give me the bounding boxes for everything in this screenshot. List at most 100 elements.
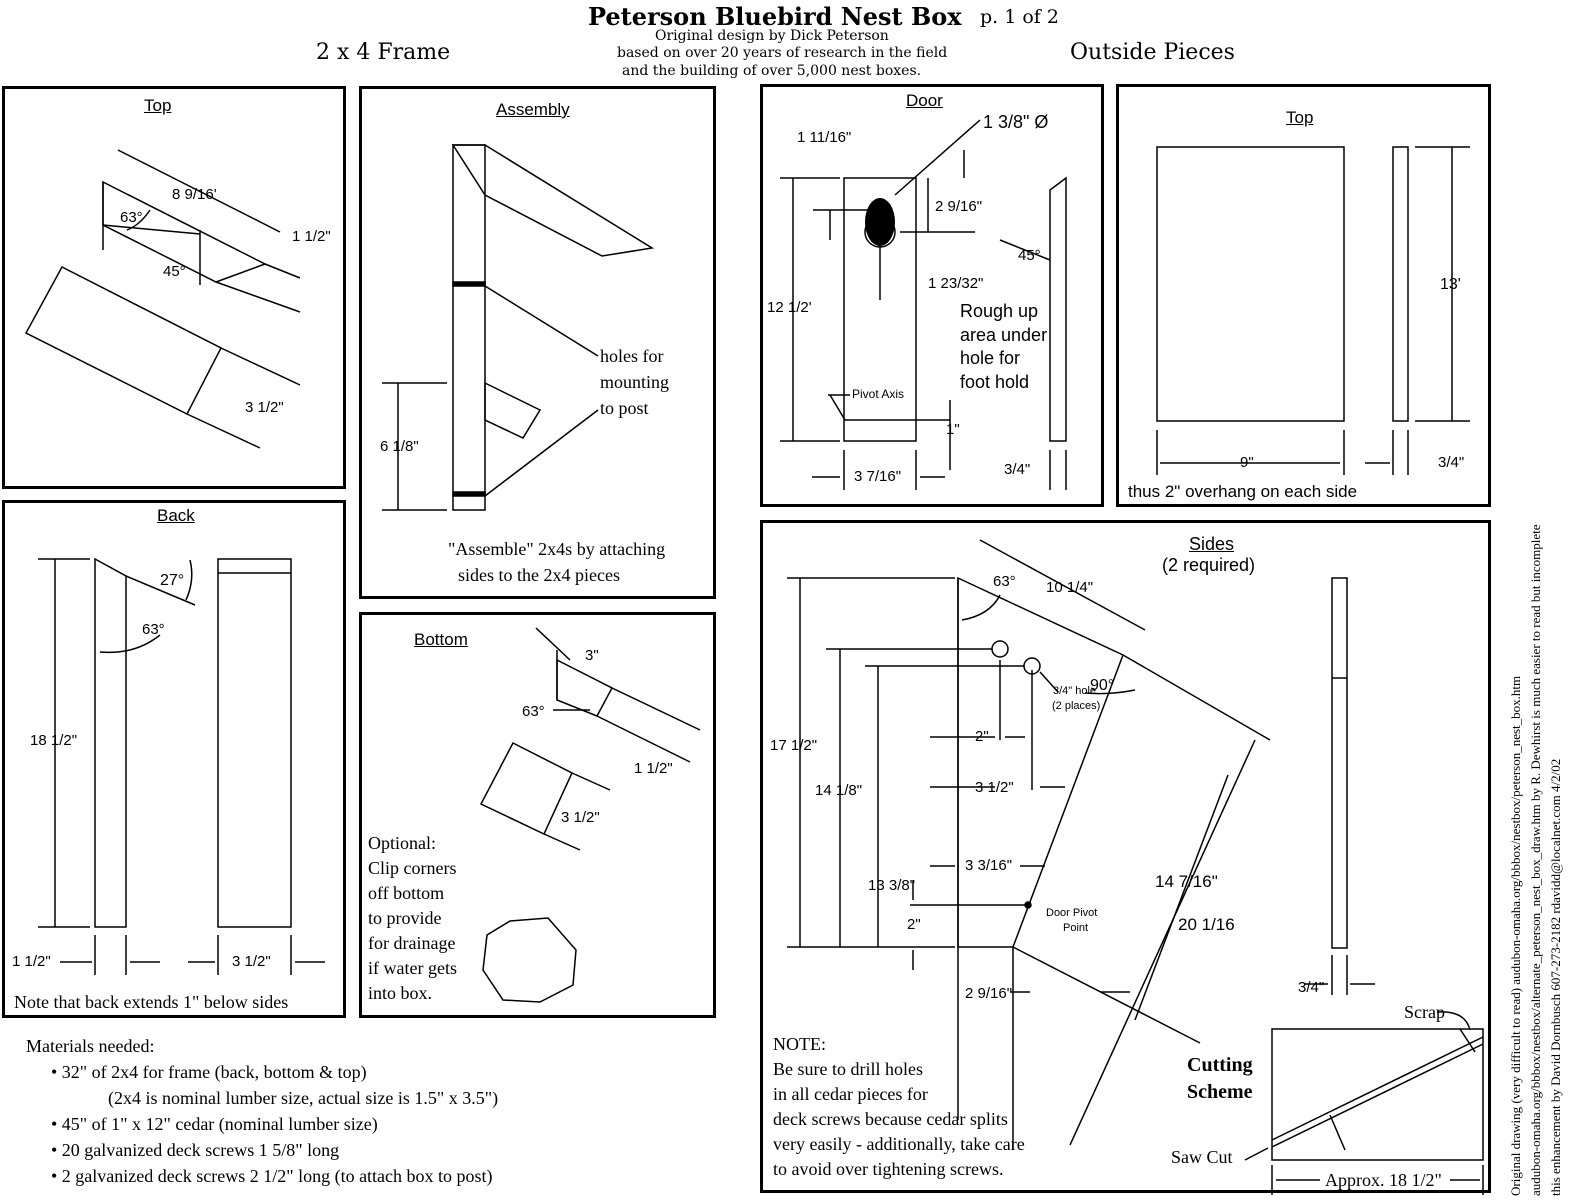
sides-note-5: very easily - additionally, take care — [773, 1134, 1025, 1154]
dim-door-3-7-16: 3 7/16" — [854, 468, 901, 485]
cutting-scheme-label-2: Scheme — [1187, 1081, 1253, 1103]
page-number: p. 1 of 2 — [980, 6, 1059, 28]
dim-side-20-1-16: 20 1/16 — [1178, 915, 1235, 934]
saw-cut-line-2 — [1271, 1043, 1484, 1148]
top-frame-piece — [24, 266, 223, 416]
door-hole — [865, 198, 895, 246]
back-drawing: 27° 63° 18 1/2" 1 1/2" 3 1/2" Note that … — [12, 557, 325, 1012]
dim-side-3-4: 3/4" — [1298, 979, 1324, 996]
credit-line-1: Original design by Dick Peterson — [655, 28, 889, 44]
dim-door-2-9-16: 2 9/16" — [935, 198, 982, 215]
dim-door-1-11-16: 1 11/16" — [797, 129, 851, 146]
door-drawing: 1 11/16" 1 3/8" Ø 2 9/16" 45° 1 23/32" 1… — [767, 112, 1067, 490]
sides-note-6: to avoid over tightening screws. — [773, 1159, 1003, 1179]
assembly-drawing: 6 1/8" holes for mounting to post "Assem… — [380, 144, 669, 585]
dim-side-63: 63° — [993, 573, 1016, 590]
outside-heading: Outside Pieces — [1070, 40, 1235, 65]
dim-top-length: 8 9/16' — [172, 186, 217, 203]
dim-side-17-1-2: 17 1/2" — [770, 737, 817, 754]
materials-item: • 32" of 2x4 for frame (back, bottom & t… — [51, 1062, 367, 1082]
door-rough-3: hole for — [960, 348, 1020, 368]
door-title: Door — [906, 91, 943, 110]
bottom-note-2: Clip corners — [368, 858, 456, 878]
side-hole-label-2: (2 places) — [1052, 700, 1100, 712]
sides-note-2: Be sure to drill holes — [773, 1059, 923, 1079]
dim-bottom-3: 3" — [585, 647, 599, 664]
dim-door-hole-dia: 1 3/8" Ø — [983, 112, 1048, 132]
dim-door-45: 45° — [1018, 247, 1041, 264]
door-piece — [843, 177, 917, 442]
panel-top-outside — [1116, 84, 1491, 507]
side-hole-label-1: 3/4" hole — [1053, 685, 1096, 697]
side-credit-1: Original drawing (very difficult to read… — [1508, 675, 1523, 1196]
dim-back-18-1-2: 18 1/2" — [30, 732, 77, 749]
panel-door — [760, 84, 1104, 507]
door-rough-1: Rough up — [960, 301, 1038, 321]
panel-back — [2, 500, 346, 1018]
sides-note-1: NOTE: — [773, 1034, 826, 1054]
door-pivot-label-2: Point — [1063, 922, 1088, 934]
dim-bottom-3-1-2: 3 1/2" — [561, 809, 600, 826]
dim-side-13-3-8: 13 3/8" — [868, 877, 915, 894]
bottom-note-6: if water gets — [368, 958, 457, 978]
side-credit-2: audubon-omaha.org/bbbox/nestbox/alternat… — [1528, 524, 1543, 1196]
side-profile — [1331, 577, 1348, 949]
top-outside-note: thus 2" overhang on each side — [1128, 482, 1357, 501]
panel-assembly — [359, 86, 716, 599]
back-title: Back — [157, 506, 195, 525]
cutting-scheme-label-1: Cutting — [1187, 1054, 1253, 1076]
holes-note-3: to post — [600, 398, 649, 418]
dim-door-1-23-32: 1 23/32" — [928, 275, 983, 292]
assembly-note-2: sides to the 2x4 pieces — [458, 565, 620, 585]
dim-back-27: 27° — [160, 572, 184, 589]
top-frame-title: Top — [144, 96, 172, 115]
materials-item: • 45" of 1" x 12" cedar (nominal lumber … — [51, 1114, 378, 1134]
top-outside-profile — [1392, 146, 1409, 422]
top-outside-drawing: 13' 9" 3/4" thus 2" overhang on each sid… — [1128, 146, 1470, 501]
door-rough-4: foot hold — [960, 372, 1029, 392]
bottom-piece — [479, 741, 573, 836]
dim-top-width: 3 1/2" — [245, 399, 284, 416]
dim-side-14-1-8: 14 1/8" — [815, 782, 862, 799]
credit-line-2: based on over 20 years of research in th… — [617, 45, 948, 61]
materials-heading: Materials needed: — [26, 1036, 155, 1056]
dim-door-1: 1" — [946, 421, 960, 438]
dim-back-3-1-2: 3 1/2" — [232, 953, 271, 970]
dim-side-90: 90° — [1090, 677, 1114, 694]
dim-top-angle-45: 45° — [163, 263, 186, 280]
side-credit-3: this enhancement by David Dornbusch 607-… — [1548, 758, 1563, 1196]
dim-back-1-1-2: 1 1/2" — [12, 953, 51, 970]
dim-bottom-1-1-2: 1 1/2" — [634, 760, 673, 777]
back-piece — [217, 558, 292, 928]
panel-sides — [760, 520, 1491, 1193]
holes-note-1: holes for — [600, 346, 663, 366]
bottom-profile — [556, 658, 614, 717]
assembly-back-post — [452, 144, 486, 511]
bottom-note-3: off bottom — [368, 883, 444, 903]
sides-subtitle: (2 required) — [1162, 555, 1256, 575]
back-profile — [94, 557, 127, 928]
materials-list: Materials needed: • 32" of 2x4 for frame… — [26, 1033, 498, 1189]
dim-top-angle-63: 63° — [120, 209, 143, 226]
materials-item: • 20 galvanized deck screws 1 5/8" long — [51, 1140, 340, 1160]
dim-line-8-9-16 — [117, 149, 281, 233]
assembly-top-piece — [451, 144, 655, 257]
frame-heading: 2 x 4 Frame — [316, 40, 451, 65]
door-profile — [1049, 176, 1067, 442]
credit-line-3: and the building of over 5,000 nest boxe… — [622, 63, 922, 79]
bottom-drawing: 3" 63° 1 1/2" 3 1/2" Optional: Clip corn… — [368, 627, 701, 1003]
approx-length-label: Approx. 18 1/2" — [1325, 1170, 1442, 1190]
saw-cut-label: Saw Cut — [1171, 1147, 1233, 1167]
assembly-bottom-piece — [484, 381, 542, 439]
sides-title: Sides — [1189, 534, 1235, 554]
bottom-note-5: for drainage — [368, 933, 455, 953]
door-pivot-label-1: Door Pivot — [1046, 907, 1097, 919]
bottom-note-7: into box. — [368, 983, 432, 1003]
dim-side-10-1-4: 10 1/4" — [1046, 579, 1093, 596]
scrap-label: Scrap — [1404, 1002, 1445, 1022]
side-piece — [957, 576, 1124, 948]
dim-top-outside-3-4: 3/4" — [1438, 454, 1464, 471]
dim-side-3-3-16: 3 3/16" — [965, 857, 1012, 874]
panel-bottom — [359, 612, 716, 1018]
